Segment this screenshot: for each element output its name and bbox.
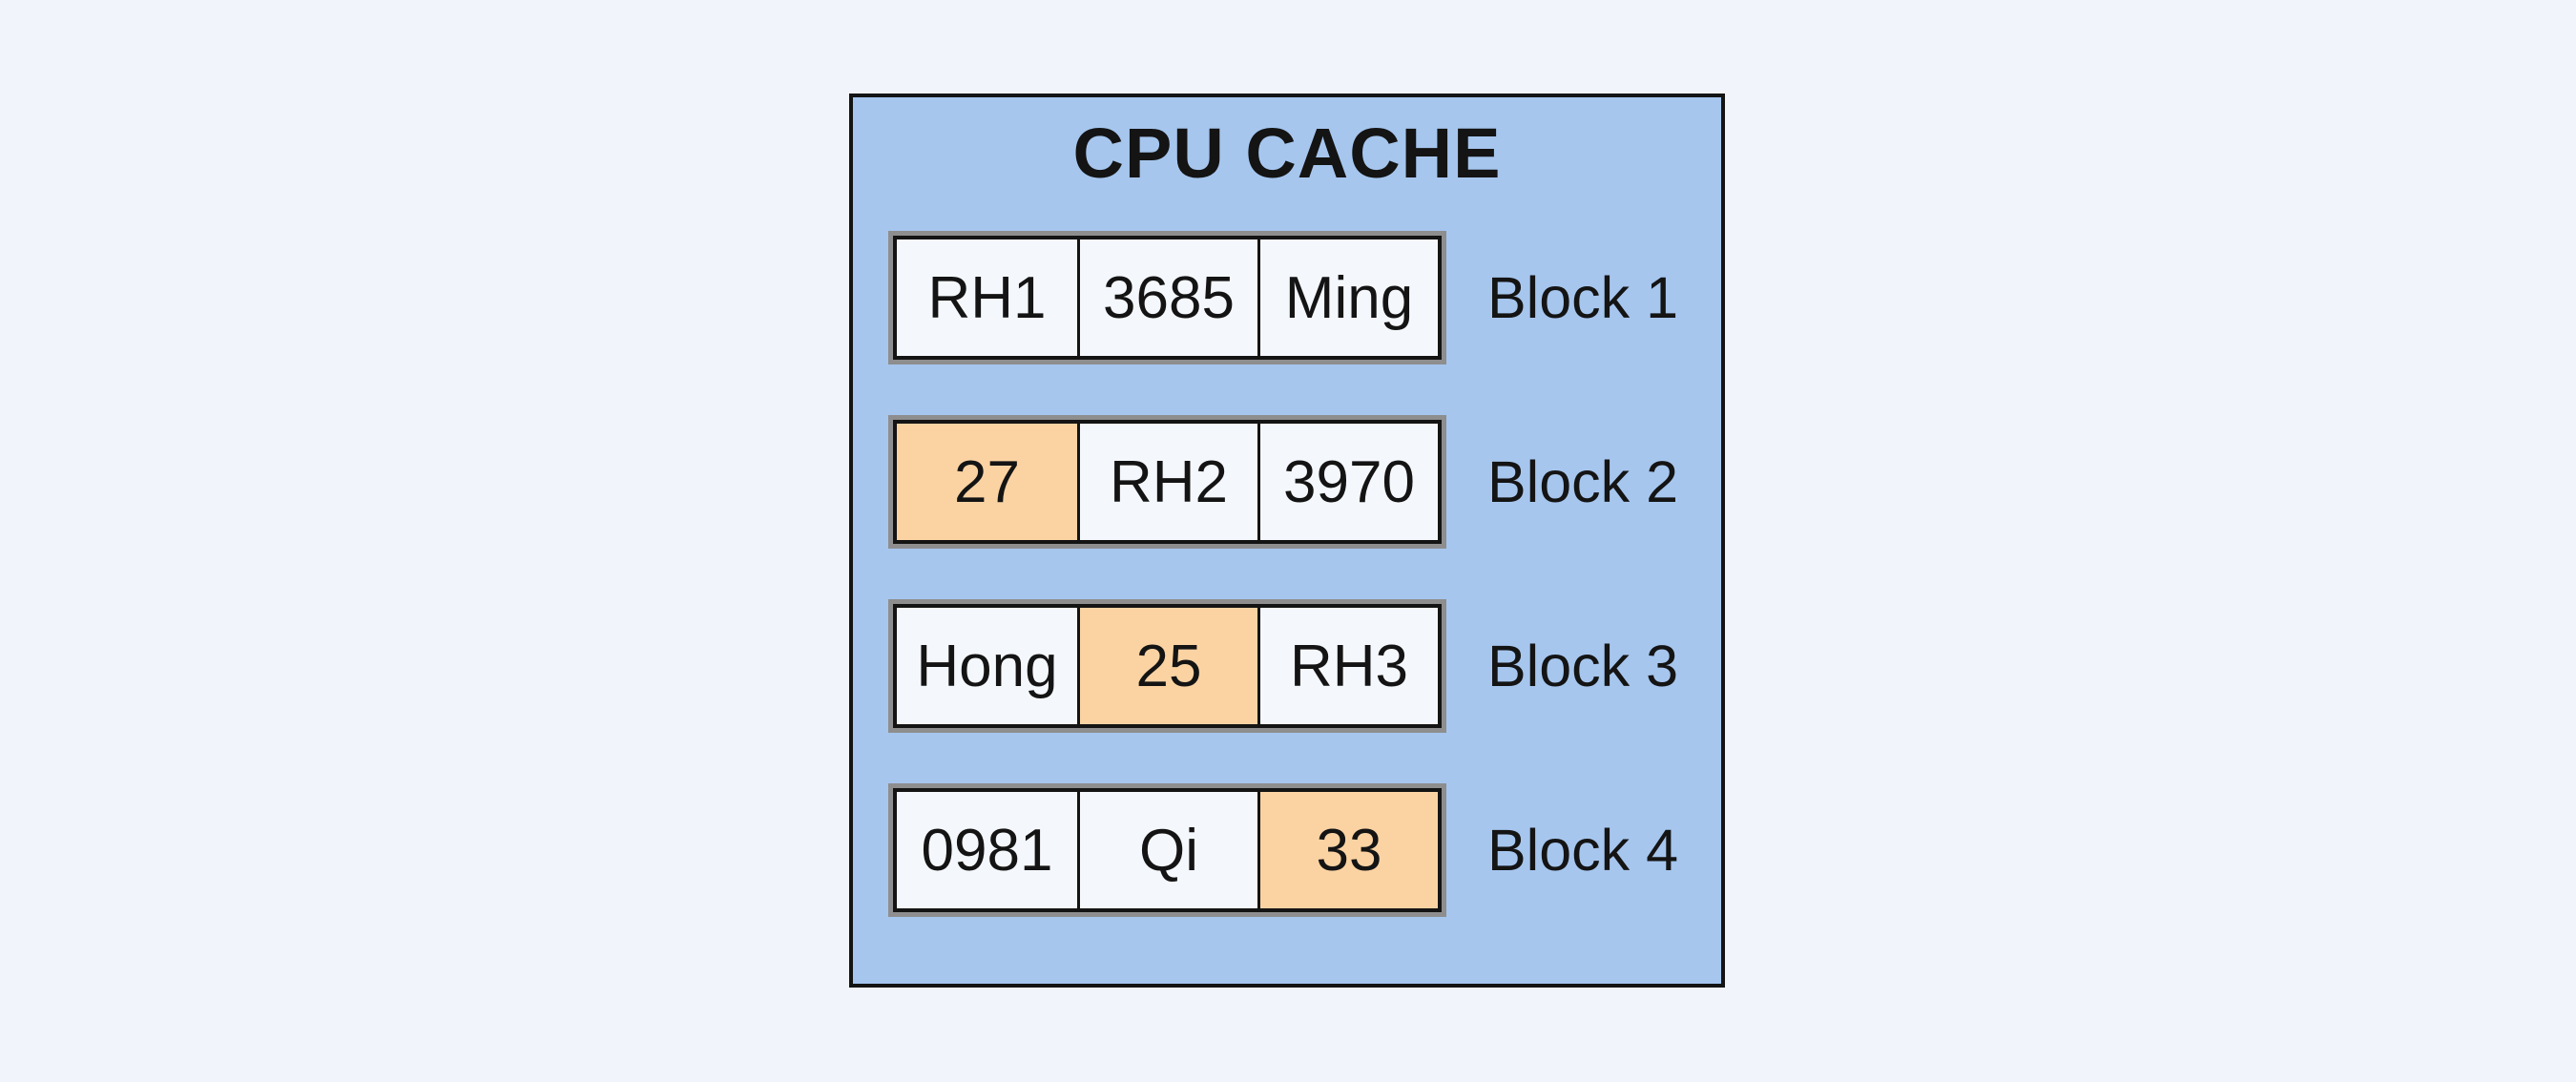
cache-block-row-4: 0981 Qi 33 Block 4 (888, 783, 1679, 917)
block-label-1: Block 1 (1487, 265, 1679, 330)
cache-cell: 3685 (1077, 239, 1257, 356)
cache-cell: 27 (897, 424, 1077, 540)
cache-block-row-1: RH1 3685 Ming Block 1 (888, 231, 1679, 364)
cache-cell: 0981 (897, 792, 1077, 908)
cpu-cache-title: CPU CACHE (1072, 114, 1502, 193)
block-label-4: Block 4 (1487, 818, 1679, 883)
cache-cell: Ming (1257, 239, 1438, 356)
cache-block-rows: RH1 3685 Ming Block 1 27 RH2 3970 Block … (888, 231, 1679, 972)
cache-block-table-4: 0981 Qi 33 (888, 783, 1446, 917)
cache-cell: 25 (1077, 608, 1257, 724)
cache-block-row-3: Hong 25 RH3 Block 3 (888, 599, 1679, 733)
cpu-cache-box: CPU CACHE RH1 3685 Ming Block 1 27 RH2 3… (849, 94, 1725, 988)
cache-block-table-3: Hong 25 RH3 (888, 599, 1446, 733)
block-label-3: Block 3 (1487, 634, 1679, 698)
cache-block-row-2: 27 RH2 3970 Block 2 (888, 415, 1679, 549)
cache-cell: Hong (897, 608, 1077, 724)
cache-cell: RH2 (1077, 424, 1257, 540)
block-label-2: Block 2 (1487, 449, 1679, 514)
cache-cell: 3970 (1257, 424, 1438, 540)
cache-cell: RH3 (1257, 608, 1438, 724)
cache-block-table-1: RH1 3685 Ming (888, 231, 1446, 364)
cache-cell: Qi (1077, 792, 1257, 908)
cache-cell: RH1 (897, 239, 1077, 356)
cache-block-table-2: 27 RH2 3970 (888, 415, 1446, 549)
cache-cell: 33 (1257, 792, 1438, 908)
